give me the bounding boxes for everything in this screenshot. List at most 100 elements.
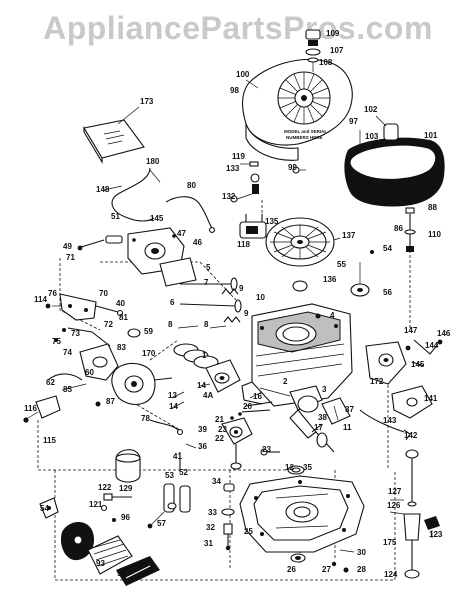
part-callout-26: 26: [287, 565, 296, 574]
part-callout-133: 133: [226, 164, 240, 173]
part-callout-73: 73: [71, 329, 80, 338]
part-callout-146: 146: [437, 329, 451, 338]
part-callout-148: 148: [96, 185, 110, 194]
part-callout-80: 80: [187, 181, 196, 190]
part-callout-60: 60: [85, 368, 94, 377]
part-callout-54: 54: [40, 504, 49, 513]
part-callout-100: 100: [236, 70, 250, 79]
part-callout-34: 34: [212, 477, 221, 486]
governor-bracket: [45, 293, 124, 321]
camshaft-and-lifters: [149, 401, 280, 470]
part-callout-8: 8: [168, 320, 173, 329]
part-callout-88: 88: [428, 203, 437, 212]
part-callout-145: 145: [411, 360, 425, 369]
part-callout-83: 83: [117, 343, 126, 352]
part-callout-9: 9: [239, 284, 244, 293]
part-callout-98: 98: [230, 86, 239, 95]
part-callout-14: 14: [169, 402, 178, 411]
part-callout-119: 119: [232, 152, 245, 161]
part-callout-72: 72: [104, 320, 113, 329]
part-callout-99: 99: [288, 163, 297, 172]
part-callout-144: 144: [425, 341, 439, 350]
part-callout-22: 22: [215, 434, 224, 443]
piston-assembly: [171, 343, 241, 409]
part-callout-23: 23: [218, 425, 227, 434]
part-callout-92: 92: [64, 545, 73, 554]
carburetor-spacer-parts: [112, 483, 191, 529]
part-callout-8: 8: [204, 320, 209, 329]
part-callout-41: 41: [173, 452, 182, 461]
part-callout-11: 11: [343, 423, 352, 432]
part-callout-55: 55: [337, 260, 346, 269]
fuel-line-fittings: [100, 493, 132, 512]
part-callout-126: 126: [387, 501, 401, 510]
part-callout-9: 9: [244, 309, 249, 318]
part-callout-5: 5: [206, 263, 211, 272]
part-callout-38: 38: [318, 413, 327, 422]
part-callout-25: 25: [244, 527, 253, 536]
air-filter-assembly: [39, 497, 160, 586]
tank-fittings: [404, 207, 416, 252]
part-callout-102: 102: [364, 105, 378, 114]
blower-label-line-2: NUMBERS HERE: [286, 135, 323, 140]
cover-hardware: [290, 549, 355, 573]
fuel-cap-stack: [305, 29, 321, 72]
part-callout-47: 47: [177, 229, 186, 238]
part-callout-175: 175: [383, 538, 397, 547]
part-callout-49: 49: [63, 242, 72, 251]
part-callout-54: 54: [383, 244, 392, 253]
part-callout-136: 136: [323, 275, 337, 284]
fuel-bowl: [115, 449, 141, 483]
starter-cup-parts: [292, 250, 374, 297]
owners-manual: [83, 106, 145, 164]
part-callout-107: 107: [330, 46, 344, 55]
part-callout-32: 32: [206, 523, 215, 532]
part-callout-108: 108: [319, 58, 333, 67]
part-callout-135: 135: [265, 217, 279, 226]
part-callout-114: 114: [34, 295, 47, 304]
part-callout-115: 115: [43, 436, 56, 445]
part-callout-20: 20: [243, 402, 252, 411]
carburetor: [111, 362, 173, 405]
crankshaft: [249, 385, 335, 453]
part-callout-57: 57: [157, 519, 166, 528]
part-callout-137: 137: [342, 231, 356, 240]
ignition-armature: [239, 214, 267, 239]
part-callout-147: 147: [404, 326, 418, 335]
part-callout-10: 10: [256, 293, 265, 302]
part-callout-141: 141: [424, 394, 438, 403]
part-callout-93: 93: [96, 559, 105, 568]
part-callout-78: 78: [141, 414, 150, 423]
part-callout-170: 170: [142, 349, 156, 358]
part-callout-40: 40: [116, 299, 125, 308]
part-callout-31: 31: [204, 539, 213, 548]
blower-label-line-1: MODEL and SERIAL: [284, 129, 327, 134]
part-callout-76: 76: [48, 289, 57, 298]
part-callout-143: 143: [383, 416, 397, 425]
part-callout-2: 2: [283, 377, 288, 386]
air-cleaner-bracket: [23, 395, 61, 423]
part-callout-3: 3: [322, 385, 327, 394]
part-callout-97: 97: [349, 117, 358, 126]
part-callout-71: 71: [66, 253, 75, 262]
part-callout-46: 46: [193, 238, 202, 247]
part-callout-17: 17: [314, 423, 323, 432]
part-callout-122: 122: [98, 483, 112, 492]
oil-slinger-parts: [221, 483, 235, 551]
connecting-rod: [311, 397, 351, 433]
flywheel: [265, 217, 341, 267]
part-callout-4: 4: [330, 311, 335, 320]
part-callout-173: 173: [140, 97, 154, 106]
part-callout-74: 74: [63, 348, 72, 357]
part-callout-81: 81: [119, 313, 128, 322]
part-callout-37: 37: [345, 405, 354, 414]
part-callout-110: 110: [428, 230, 441, 239]
part-callout-118: 118: [237, 240, 250, 249]
part-callout-12: 12: [285, 463, 294, 472]
part-callout-75: 75: [52, 337, 61, 346]
part-callout-62: 62: [46, 378, 55, 387]
part-callout-142: 142: [404, 431, 418, 440]
part-callout-70: 70: [99, 289, 108, 298]
